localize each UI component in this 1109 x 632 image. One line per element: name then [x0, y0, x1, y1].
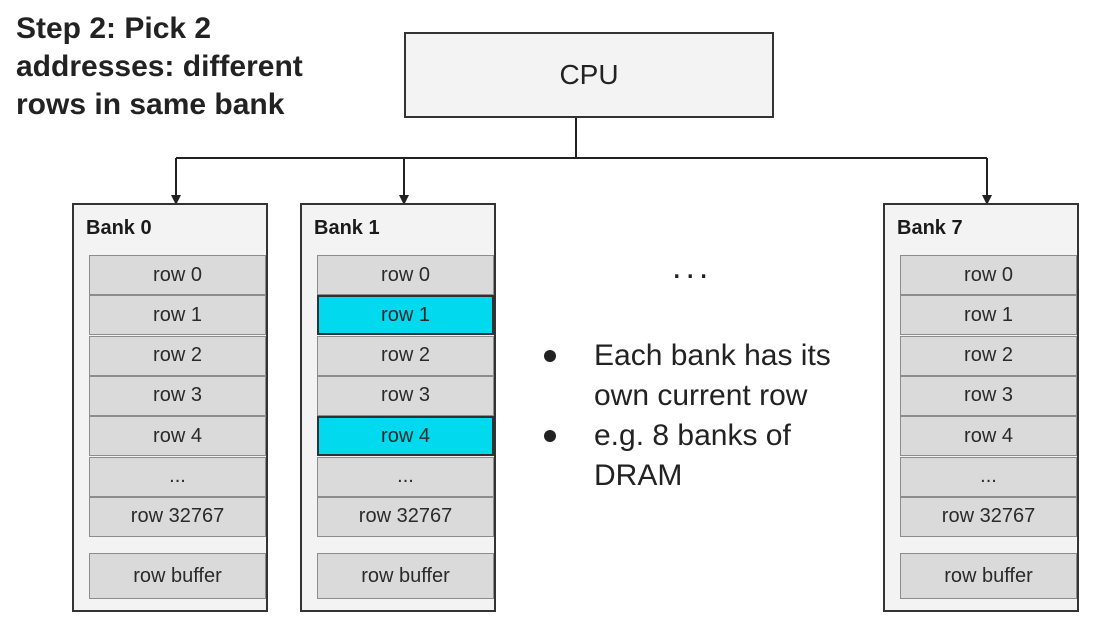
bank-title: Bank 1: [314, 217, 380, 239]
slide-title-line: addresses: different: [16, 50, 303, 83]
row-cell: row 3: [900, 375, 1077, 416]
bank-title: Bank 0: [86, 217, 152, 239]
more-banks-ellipsis: ...: [672, 248, 713, 286]
slide-title-line: Step 2: Pick 2: [16, 12, 212, 45]
row-cell: ...: [900, 456, 1077, 497]
row-cell: ...: [89, 456, 266, 497]
row-cell: row 3: [317, 375, 494, 416]
note-text: Each bank has its own current row: [594, 339, 831, 412]
row-cell: row 0: [317, 255, 494, 295]
cpu-box: CPU: [404, 32, 774, 118]
notes-list: Each bank has its own current row e.g. 8…: [540, 336, 880, 496]
row-cell-highlighted: row 1: [317, 295, 494, 336]
row-cell: row 3: [89, 375, 266, 416]
slide-title: Step 2: Pick 2 addresses: different rows…: [16, 10, 396, 124]
row-cell-highlighted: row 4: [317, 416, 494, 457]
row-cell: row 32767: [317, 496, 494, 537]
bank-title: Bank 7: [897, 217, 963, 239]
note-item: e.g. 8 banks of DRAM: [540, 416, 880, 496]
slide-title-line: rows in same bank: [16, 88, 285, 121]
row-cell: row 4: [900, 416, 1077, 457]
row-cell: row 32767: [89, 496, 266, 537]
row-cell: row 1: [900, 295, 1077, 336]
row-cell: row 32767: [900, 496, 1077, 537]
note-text: e.g. 8 banks of DRAM: [594, 419, 791, 492]
row-cell: row 0: [89, 255, 266, 295]
note-item: Each bank has its own current row: [540, 336, 880, 416]
row-cell: row 2: [89, 335, 266, 376]
bullet-icon: [544, 430, 556, 442]
row-cell: row 0: [900, 255, 1077, 295]
row-buffer: row buffer: [89, 553, 266, 599]
row-cell: row 2: [900, 335, 1077, 376]
bullet-icon: [544, 350, 556, 362]
row-buffer: row buffer: [900, 553, 1077, 599]
row-cell: row 4: [89, 416, 266, 457]
row-cell: row 2: [317, 335, 494, 376]
row-buffer: row buffer: [317, 553, 494, 599]
row-cell: ...: [317, 456, 494, 497]
row-cell: row 1: [89, 295, 266, 336]
